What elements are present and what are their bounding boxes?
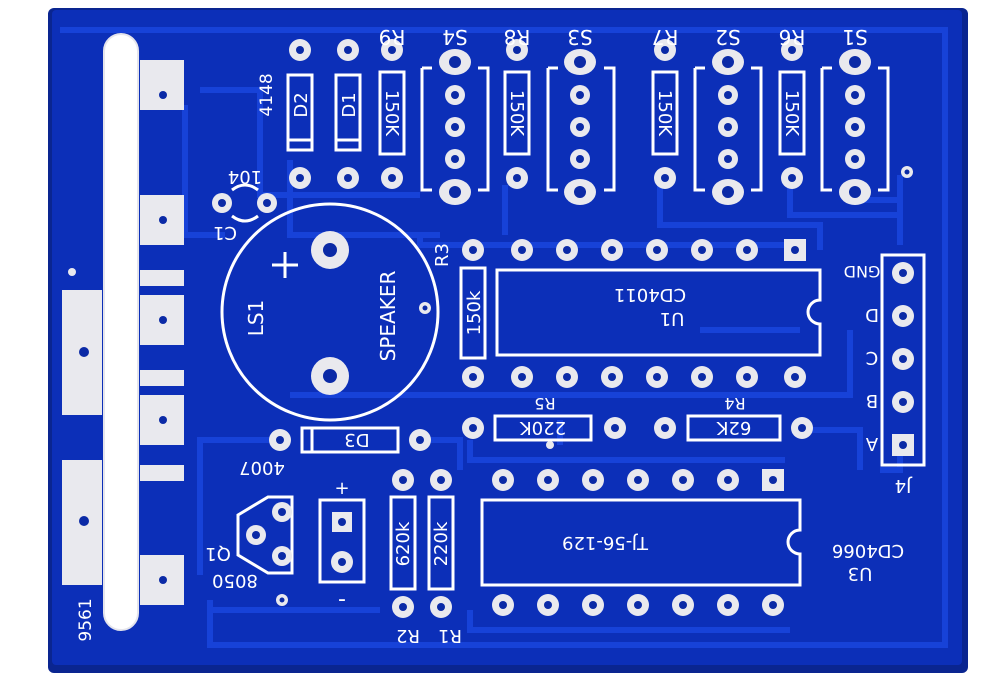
value-r9: 150K (381, 90, 402, 137)
switch-s4-pads (439, 49, 471, 205)
capacitor-c1 (212, 183, 277, 223)
label-pin-d: D (865, 304, 879, 325)
label-r6: R6 (779, 25, 806, 49)
label-c1: C1 (213, 222, 237, 243)
value-r3: 150k (464, 290, 485, 335)
chip-u1 (495, 239, 822, 388)
power-connector (318, 498, 366, 584)
label-r7: R7 (652, 25, 679, 49)
value-r7: 150K (654, 90, 675, 137)
label-q1: Q1 (205, 543, 231, 564)
label-pin-b: B (866, 390, 878, 411)
label-s3: S3 (567, 25, 592, 49)
label-u3-part: TJ-56-129 (562, 532, 649, 553)
switch-s2-pads (712, 49, 744, 205)
chip-u3 (480, 469, 802, 616)
label-r9: R9 (379, 25, 406, 49)
edge-contacts (62, 60, 184, 605)
value-r6: 150K (781, 90, 802, 137)
label-s2: S2 (715, 25, 740, 49)
label-s1: S1 (842, 25, 867, 49)
label-s4: S4 (442, 25, 467, 49)
vias (68, 166, 913, 606)
board-slot (103, 33, 139, 631)
label-j4: J4 (895, 475, 913, 496)
switch-s3-pads (564, 49, 596, 205)
label-4007: 4007 (239, 457, 285, 478)
label-d2: D2 (291, 92, 312, 117)
label-pin-a: A (865, 433, 878, 454)
label-d1: D1 (339, 92, 360, 117)
top-row-parts (286, 39, 806, 189)
label-plus: + (334, 478, 349, 499)
header-j4 (880, 253, 926, 467)
label-r3: R3 (432, 243, 453, 267)
value-r2: 620k (393, 521, 414, 566)
board-code: 9561 (76, 598, 96, 641)
copper-traces (60, 27, 948, 648)
label-u3-chip: CD4066 (832, 540, 904, 561)
label-r5: R5 (534, 394, 555, 413)
label-ls1: LS1 (244, 300, 268, 337)
speaker-ls1 (220, 202, 440, 422)
value-r8: 150K (506, 90, 527, 137)
switch-outlines (420, 66, 890, 192)
label-u1-chip: CD4011 (614, 284, 686, 305)
label-u3: U3 (848, 563, 873, 584)
resistor-r4 (654, 414, 813, 442)
label-pin-c: C (866, 347, 879, 368)
value-r5: 220K (519, 417, 566, 438)
label-r4: R4 (724, 394, 745, 413)
label-8050: 8050 (212, 570, 258, 591)
label-gnd: GND (844, 262, 881, 281)
resistor-r2 (389, 469, 417, 618)
label-r1: R1 (438, 625, 462, 646)
label-4148: 4148 (257, 73, 277, 116)
switch-s1-pads (839, 49, 871, 205)
diode-d3 (269, 426, 431, 454)
label-r2: R2 (396, 625, 420, 646)
label-u1: U1 (660, 308, 685, 329)
value-r1: 220k (431, 521, 452, 566)
value-r4: 62K (715, 417, 751, 438)
resistor-r3 (459, 239, 487, 388)
label-r8: R8 (504, 25, 531, 49)
resistor-r5 (462, 414, 626, 442)
label-d3: D3 (344, 429, 369, 450)
label-minus: - (338, 587, 346, 612)
resistor-r1 (427, 469, 455, 618)
transistor-q1 (236, 495, 294, 575)
label-c1-value: 104 (228, 166, 262, 187)
label-speaker: SPEAKER (376, 271, 400, 362)
